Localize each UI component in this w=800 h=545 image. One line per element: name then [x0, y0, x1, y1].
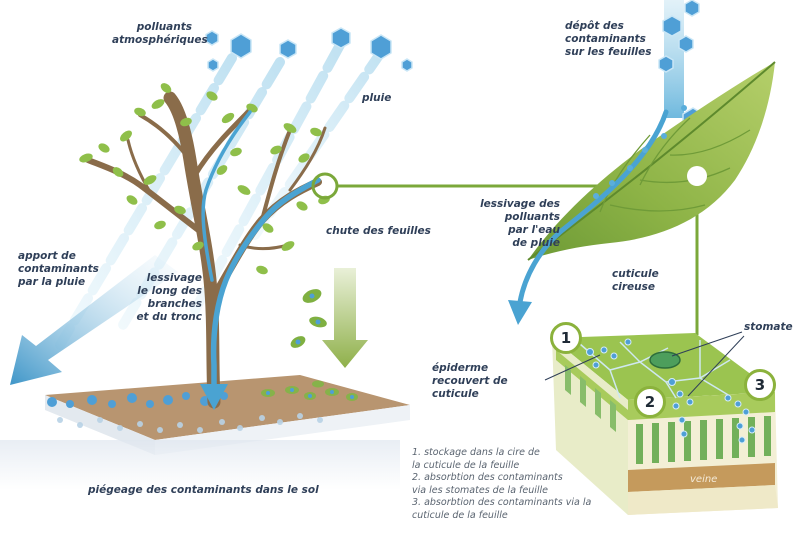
stomate-pointers — [671, 331, 745, 397]
label-line: atmosphériques — [112, 34, 208, 46]
label-stomate: stomate — [744, 321, 793, 334]
legend-line: la cuticule de la feuille — [412, 459, 520, 471]
marker-1: 1 — [550, 322, 582, 354]
label-soil-trapping: piégeage des contaminants dans le sol — [88, 484, 319, 497]
label-line: cireuse — [612, 281, 655, 293]
label-line: branches — [147, 298, 202, 310]
label-atmospheric-pollutants: polluants atmosphériques — [112, 21, 208, 47]
label-line: le long des — [137, 285, 202, 297]
epidermis-pointer — [544, 354, 601, 381]
cross-section-droplets — [586, 338, 756, 444]
label-line: lessivage des — [480, 198, 560, 210]
palisade-cells — [636, 416, 771, 464]
label-line: de pluie — [512, 237, 560, 249]
label-line: recouvert de — [432, 375, 508, 387]
label-line: stomate — [744, 321, 793, 333]
label-epidermis: épiderme recouvert de cuticule — [432, 362, 508, 401]
label-line: chute des feuilles — [326, 225, 431, 237]
label-line: contaminants — [565, 33, 646, 45]
label-waxy-cuticle: cuticule cireuse — [612, 268, 659, 294]
label-rain-leaching: lessivage des polluants par l'eau de plu… — [470, 198, 560, 250]
soil-block — [0, 375, 410, 490]
pollutant-particles — [205, 27, 413, 72]
side-cells — [565, 365, 616, 432]
label-rain-input: apport de contaminants par la pluie — [18, 250, 99, 289]
leaf-droplets — [593, 105, 687, 199]
label-line: épiderme — [432, 362, 489, 374]
trunk-runoff-branch — [201, 110, 252, 282]
label-line: et du tronc — [136, 311, 202, 323]
legend-line: 2. absorbtion des contaminants — [412, 472, 563, 483]
label-line: par l'eau — [508, 224, 560, 236]
label-trunk-leaching: lessivage le long des branches et du tro… — [112, 272, 202, 324]
rain-input-arrow — [10, 255, 178, 385]
legend-line: 1. stockage dans la cire de — [412, 447, 540, 458]
label-line: contaminants — [18, 263, 99, 275]
label-rain: pluie — [362, 92, 391, 105]
label-line: piégeage des contaminants dans le sol — [88, 484, 319, 496]
label-deposition: dépôt des contaminants sur les feuilles — [565, 20, 652, 59]
falling-leaves — [290, 289, 327, 348]
legend-line: 3. absorbtion des contaminants via la — [412, 497, 592, 508]
legend: 1. stockage dans la cire de la cuticule … — [412, 447, 591, 522]
label-line: dépôt des — [565, 20, 624, 32]
leaf-runoff-arrowhead — [508, 300, 532, 325]
marker-3: 3 — [744, 369, 776, 401]
label-line: apport de — [18, 250, 76, 262]
label-line: lessivage — [146, 272, 202, 284]
label-line: par la pluie — [18, 276, 86, 288]
marker-2: 2 — [634, 386, 666, 418]
legend-line: cuticule de la feuille — [412, 509, 508, 521]
label-leaf-fall: chute des feuilles — [326, 225, 431, 238]
legend-line: via les stomates de la feuille — [412, 484, 549, 496]
trunk-runoff — [210, 177, 321, 388]
leaf-fall-arrow — [322, 268, 368, 368]
soil-particles — [47, 380, 358, 433]
trunk-runoff-arrowhead — [200, 384, 228, 410]
label-line: sur les feuilles — [565, 46, 652, 58]
label-vein: veine — [690, 474, 718, 485]
label-line: polluants — [504, 211, 560, 223]
tree-leaves — [79, 83, 330, 275]
label-line: cuticule — [432, 388, 479, 400]
label-line: pluie — [362, 92, 392, 104]
label-line: cuticule — [612, 268, 659, 280]
label-line: polluants — [136, 21, 192, 33]
leaf-cross-section — [552, 333, 778, 515]
